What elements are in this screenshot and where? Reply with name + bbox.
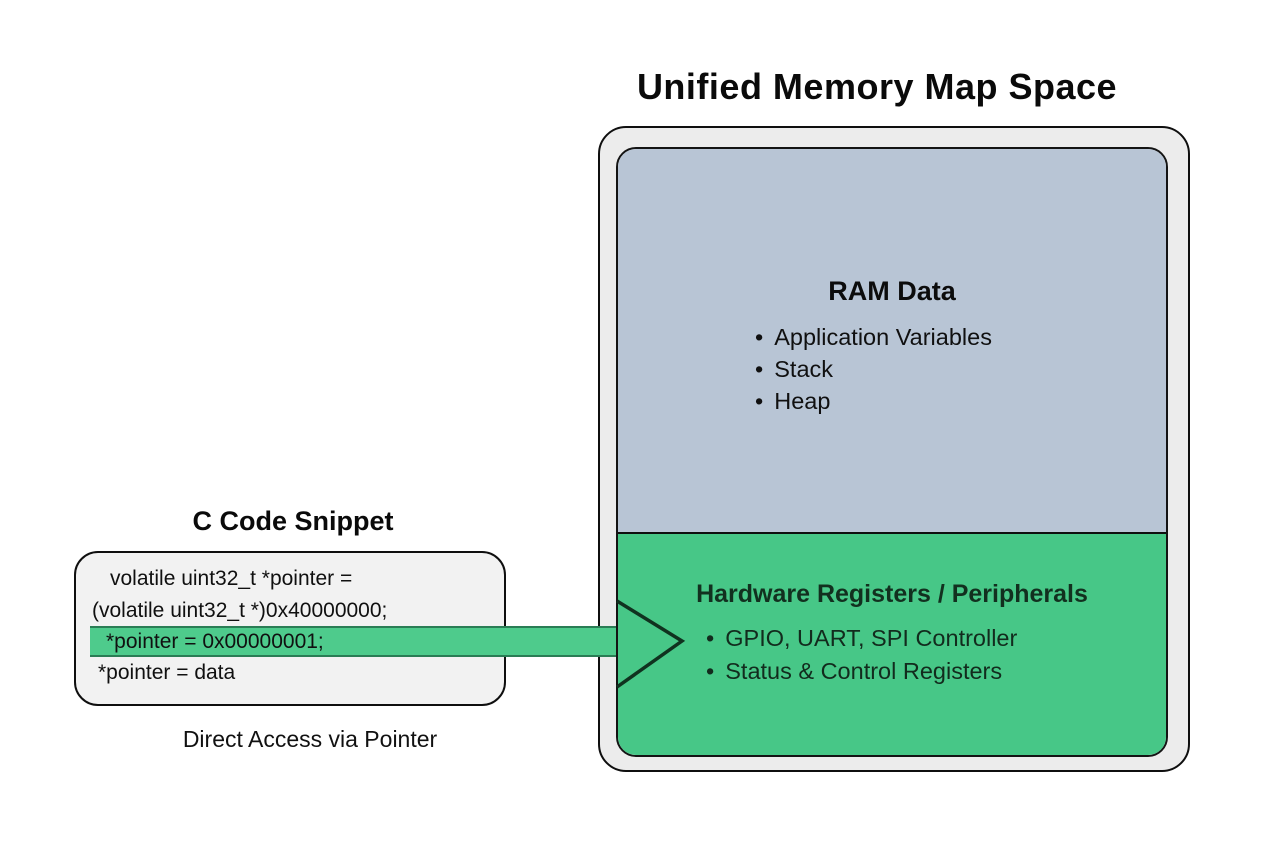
- arrowhead-icon: [615, 599, 686, 689]
- ram-section: RAM Data • Application Variables • Stack…: [618, 149, 1166, 532]
- bullet-icon: •: [755, 356, 764, 382]
- code-line: volatile uint32_t *pointer =: [110, 567, 353, 590]
- hardware-list-item: • GPIO, UART, SPI Controller: [706, 622, 1166, 655]
- hardware-item-label: GPIO, UART, SPI Controller: [725, 625, 1018, 651]
- ram-section-title: RAM Data: [828, 276, 956, 306]
- memory-map-title: Unified Memory Map Space: [636, 66, 1118, 107]
- bullet-icon: •: [706, 625, 715, 651]
- ram-item-label: Stack: [774, 356, 834, 382]
- code-line-highlighted: *pointer = 0x00000001;: [106, 630, 324, 653]
- bullet-icon: •: [755, 388, 764, 414]
- code-line: *pointer = data: [98, 661, 236, 684]
- ram-item-label: Heap: [774, 388, 831, 414]
- code-snippet-title: C Code Snippet: [192, 506, 394, 536]
- bullet-icon: •: [706, 658, 715, 684]
- ram-bullet-list: • Application Variables • Stack • Heap: [755, 321, 1166, 417]
- hardware-bullet-list: • GPIO, UART, SPI Controller • Status & …: [706, 622, 1166, 688]
- hardware-section-title: Hardware Registers / Peripherals: [696, 580, 1088, 608]
- ram-list-item: • Heap: [755, 385, 1166, 417]
- pointer-write-arrow-shaft: [90, 626, 616, 657]
- code-caption: Direct Access via Pointer: [182, 726, 438, 752]
- ram-list-item: • Application Variables: [755, 321, 1166, 353]
- hardware-registers-section: Hardware Registers / Peripherals • GPIO,…: [618, 532, 1166, 755]
- ram-item-label: Application Variables: [774, 324, 992, 350]
- hardware-item-label: Status & Control Registers: [725, 658, 1003, 684]
- hardware-list-item: • Status & Control Registers: [706, 655, 1166, 688]
- ram-list-item: • Stack: [755, 353, 1166, 385]
- code-line: (volatile uint32_t *)0x40000000;: [92, 599, 388, 622]
- memory-map-inner-box: RAM Data • Application Variables • Stack…: [616, 147, 1168, 757]
- bullet-icon: •: [755, 324, 764, 350]
